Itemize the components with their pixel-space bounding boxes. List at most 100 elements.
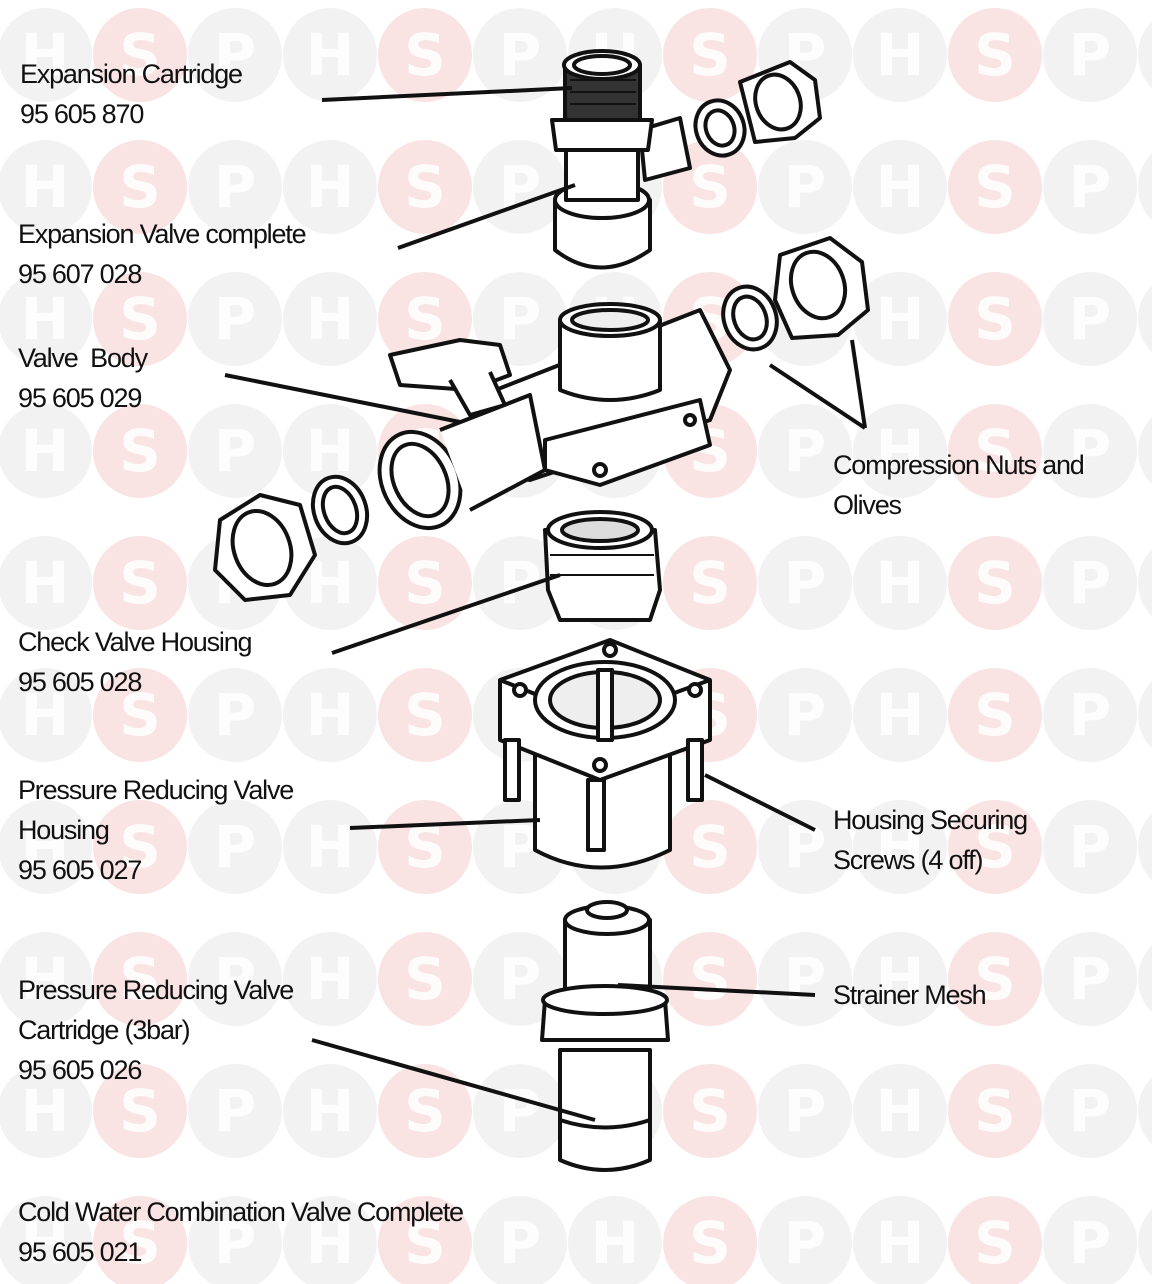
watermark-circle: [0, 1196, 92, 1284]
watermark-circle: [1043, 8, 1137, 102]
watermark-letter: H: [21, 549, 70, 617]
watermark-circle: [948, 272, 1042, 366]
watermark-circle: [378, 8, 472, 102]
expansion-cartridge-name: Expansion Cartridge: [20, 59, 243, 89]
prv-housing-part: [498, 638, 712, 870]
compression-nuts-line2: Olives: [833, 490, 902, 520]
watermark-circle: [283, 1064, 377, 1158]
watermark-circle: [1043, 272, 1137, 366]
housing-screws-line2: Screws (4 off): [833, 845, 983, 875]
nut-and-olive-right: [721, 236, 870, 352]
watermark-letter: P: [214, 1209, 257, 1277]
valve-body-part: 95 605 029: [18, 383, 142, 413]
watermark-circle: [283, 140, 377, 234]
watermark-letter: H: [306, 21, 355, 89]
watermark-circle: [93, 536, 187, 630]
watermark-circle: [1138, 1077, 1152, 1145]
watermark-circle: [93, 404, 187, 498]
expansion-valve-part: [550, 49, 692, 270]
watermark-circle: [663, 536, 757, 630]
label-check-valve-housing: Check Valve Housing 95 605 028: [18, 622, 253, 702]
watermark-letter: H: [21, 813, 70, 881]
watermark-circle: [283, 668, 377, 762]
watermark-circle: [188, 404, 282, 498]
watermark-circle: [378, 140, 472, 234]
watermark-letter: S: [974, 153, 1016, 221]
watermark-circle: [853, 1196, 947, 1284]
watermark-letter: H: [21, 1077, 70, 1145]
prv-housing-part: 95 605 027: [18, 855, 142, 885]
leader-lines: [224, 86, 867, 1122]
watermark-circle: [473, 1064, 567, 1158]
watermark-circle: [948, 932, 1042, 1026]
watermark-circle: [663, 8, 757, 102]
watermark-circle: [0, 272, 92, 366]
watermark-letter: P: [499, 1209, 542, 1277]
watermark-letter: P: [784, 153, 827, 221]
watermark-letter: P: [214, 945, 257, 1013]
watermark-circle: [283, 272, 377, 366]
watermark-letter: P: [214, 417, 257, 485]
watermark-letter: P: [784, 549, 827, 617]
watermark-letter: H: [306, 153, 355, 221]
watermark-circle: [188, 1064, 282, 1158]
watermark-circle: [663, 800, 757, 894]
watermark-letter: H: [306, 417, 355, 485]
watermark-letter: H: [876, 1209, 925, 1277]
watermark-circle: [1138, 1209, 1152, 1277]
watermark-letter: H: [306, 1209, 355, 1277]
watermark-circle: [948, 1064, 1042, 1158]
prv-cartridge-part: 95 605 026: [18, 1055, 142, 1085]
expansion-valve-name: Expansion Valve complete: [18, 219, 307, 249]
watermark-letter: S: [119, 153, 161, 221]
watermark-circle: [758, 668, 852, 762]
watermark-letter: P: [499, 21, 542, 89]
watermark-letter: S: [404, 153, 446, 221]
watermark-letter: S: [119, 945, 161, 1013]
watermark-letter: P: [1069, 549, 1112, 617]
compression-nuts-line1: Compression Nuts and: [833, 450, 1085, 480]
watermark-circle: [93, 800, 187, 894]
watermark-letter: H: [21, 1209, 70, 1277]
watermark-circle: [663, 932, 757, 1026]
watermark-circle: [853, 536, 947, 630]
watermark-letter: P: [784, 681, 827, 749]
watermark-letter: S: [689, 153, 731, 221]
watermark-circle: [188, 8, 282, 102]
watermark-letter: S: [689, 813, 731, 881]
watermark-circle: [948, 536, 1042, 630]
watermark-letter: P: [214, 1077, 257, 1145]
watermark-letter: P: [214, 813, 257, 881]
prv-housing-line2: Housing: [18, 815, 110, 845]
watermark-letter: P: [784, 417, 827, 485]
watermark-letter: P: [499, 1077, 542, 1145]
label-complete-valve: Cold Water Combination Valve Complete 95…: [18, 1192, 464, 1272]
watermark-letter: H: [876, 1077, 925, 1145]
watermark-circle: [948, 1196, 1042, 1284]
label-expansion-valve: Expansion Valve complete 95 607 028: [18, 214, 307, 294]
watermark-circle: [283, 800, 377, 894]
watermark-letter: P: [214, 21, 257, 89]
watermark-circle: [188, 1196, 282, 1284]
label-valve-body: Valve Body 95 605 029: [18, 338, 148, 418]
watermark-circle: [283, 8, 377, 102]
label-housing-screws: Housing Securing Screws (4 off): [833, 800, 1028, 880]
watermark-circle: [663, 1196, 757, 1284]
watermark-letter: P: [1069, 1209, 1112, 1277]
watermark-letter: H: [876, 153, 925, 221]
watermark-circle: [948, 404, 1042, 498]
watermark-letter: H: [306, 813, 355, 881]
watermark-circle: [1043, 668, 1137, 762]
watermark-circle: [1138, 549, 1152, 617]
watermark-circle: [378, 1196, 472, 1284]
watermark-letter: S: [974, 285, 1016, 353]
watermark-circle: [0, 800, 92, 894]
watermark-circle: [758, 1196, 852, 1284]
watermark-letter: H: [21, 21, 70, 89]
watermark-letter: H: [21, 945, 70, 1013]
watermark-letter: H: [876, 285, 925, 353]
label-compression-nuts: Compression Nuts and Olives: [833, 445, 1085, 525]
watermark-circle: [188, 140, 282, 234]
watermark-letter: P: [1069, 813, 1112, 881]
watermark-letter: P: [1069, 417, 1112, 485]
